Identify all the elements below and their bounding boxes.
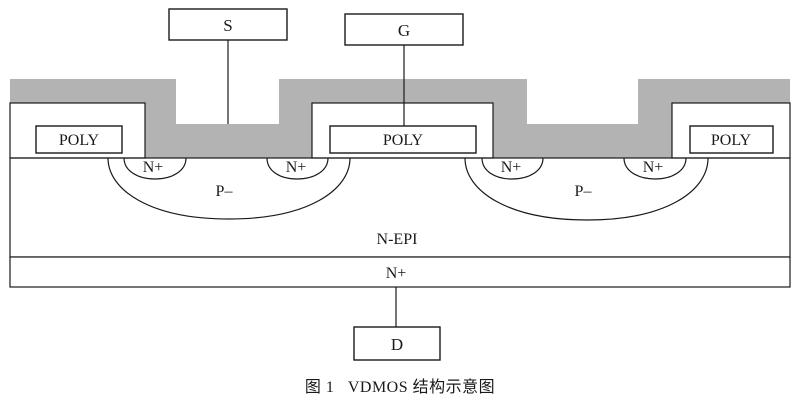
- p-body-right: [464, 157, 709, 221]
- nplus-well-1: [123, 157, 187, 180]
- p-body-left-label: P–: [216, 183, 234, 200]
- nplus-substrate-label: N+: [386, 265, 407, 282]
- gate-terminal-label: G: [398, 21, 410, 40]
- nplus-label-4: N+: [643, 159, 664, 176]
- source-terminal-box: [168, 8, 288, 41]
- source-terminal-label: S: [223, 16, 232, 35]
- p-body-left: [107, 157, 351, 220]
- poly-gate-right-label: POLY: [711, 132, 752, 149]
- drain-terminal-box: [353, 326, 441, 361]
- nplus-well-3: [481, 157, 544, 180]
- poly-gate-center-label: POLY: [383, 132, 424, 149]
- drain-terminal-label: D: [391, 335, 403, 354]
- nplus-substrate: [9, 256, 791, 288]
- figure-caption: 图 1 VDMOS 结构示意图: [305, 377, 495, 396]
- p-body-right-label: P–: [575, 183, 593, 200]
- poly-gate-right: [689, 125, 774, 154]
- poly-gate-left: [35, 125, 123, 154]
- poly-gate-center: [329, 125, 477, 154]
- nplus-label-1: N+: [143, 159, 164, 176]
- gate-terminal-box: [344, 13, 464, 46]
- n-epi-label: N-EPI: [377, 231, 418, 248]
- nplus-well-2: [266, 157, 329, 180]
- poly-gate-left-label: POLY: [59, 132, 100, 149]
- nplus-well-4: [623, 157, 687, 180]
- nplus-label-3: N+: [501, 159, 522, 176]
- nplus-label-2: N+: [286, 159, 307, 176]
- source-metal-layer: [10, 79, 790, 158]
